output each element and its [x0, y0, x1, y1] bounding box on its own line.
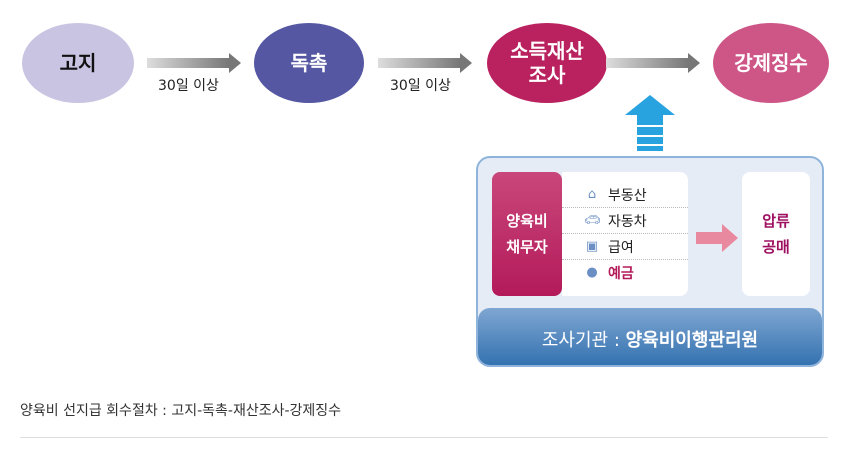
salary-icon: ▣ — [585, 239, 599, 254]
action-label: 압류 공매 — [762, 212, 790, 256]
asset-item: ▣ 급여 — [562, 234, 688, 260]
money-bag-icon: ● — [586, 265, 598, 280]
house-icon: ⌂ — [587, 187, 597, 202]
debtor-label: 양육비 채무자 — [506, 212, 548, 256]
car-icon: 🚗︎ — [584, 213, 601, 228]
up-arrow-icon — [625, 95, 675, 151]
asset-item: ● 예금 — [562, 260, 688, 285]
step-label: 소득재산 조사 — [510, 39, 584, 87]
step-demand: 독촉 — [254, 23, 364, 103]
asset-label: 자동차 — [608, 213, 647, 230]
asset-list: ⌂ 부동산 🚗︎ 자동차 ▣ 급여 ● 예금 — [562, 172, 688, 296]
investigation-panel: 양육비 채무자 ⌂ 부동산 🚗︎ 자동차 ▣ 급여 ● 예금 압류 공매 조사기관 : … — [476, 156, 824, 367]
asset-item: ⌂ 부동산 — [562, 182, 688, 208]
arrow-2 — [378, 53, 472, 73]
step-label: 독촉 — [290, 51, 328, 75]
divider — [20, 437, 828, 438]
arrow-1 — [147, 53, 241, 73]
debtor-box: 양육비 채무자 — [492, 172, 562, 296]
asset-label: 급여 — [608, 239, 634, 256]
caption: 양육비 선지급 회수절차 : 고지-독촉-재산조사-강제징수 — [20, 403, 342, 419]
asset-item: 🚗︎ 자동차 — [562, 208, 688, 234]
step-enforcement: 강제징수 — [713, 23, 829, 103]
step-investigation: 소득재산 조사 — [487, 23, 607, 103]
step-label: 고지 — [59, 51, 97, 75]
arrow-label-2: 30일 이상 — [390, 78, 451, 94]
agency-bar: 조사기관 : 양육비이행관리원 — [478, 308, 822, 365]
agency-label: 조사기관 : — [541, 329, 626, 351]
asset-label: 부동산 — [608, 187, 647, 204]
arrow-label-1: 30일 이상 — [158, 78, 219, 94]
asset-label: 예금 — [608, 265, 634, 282]
pink-arrow-icon — [696, 224, 738, 256]
agency-name: 양육비이행관리원 — [625, 329, 759, 351]
arrow-3 — [606, 53, 700, 73]
step-notice: 고지 — [22, 23, 134, 103]
step-label: 강제징수 — [734, 51, 808, 75]
action-box: 압류 공매 — [742, 172, 810, 296]
